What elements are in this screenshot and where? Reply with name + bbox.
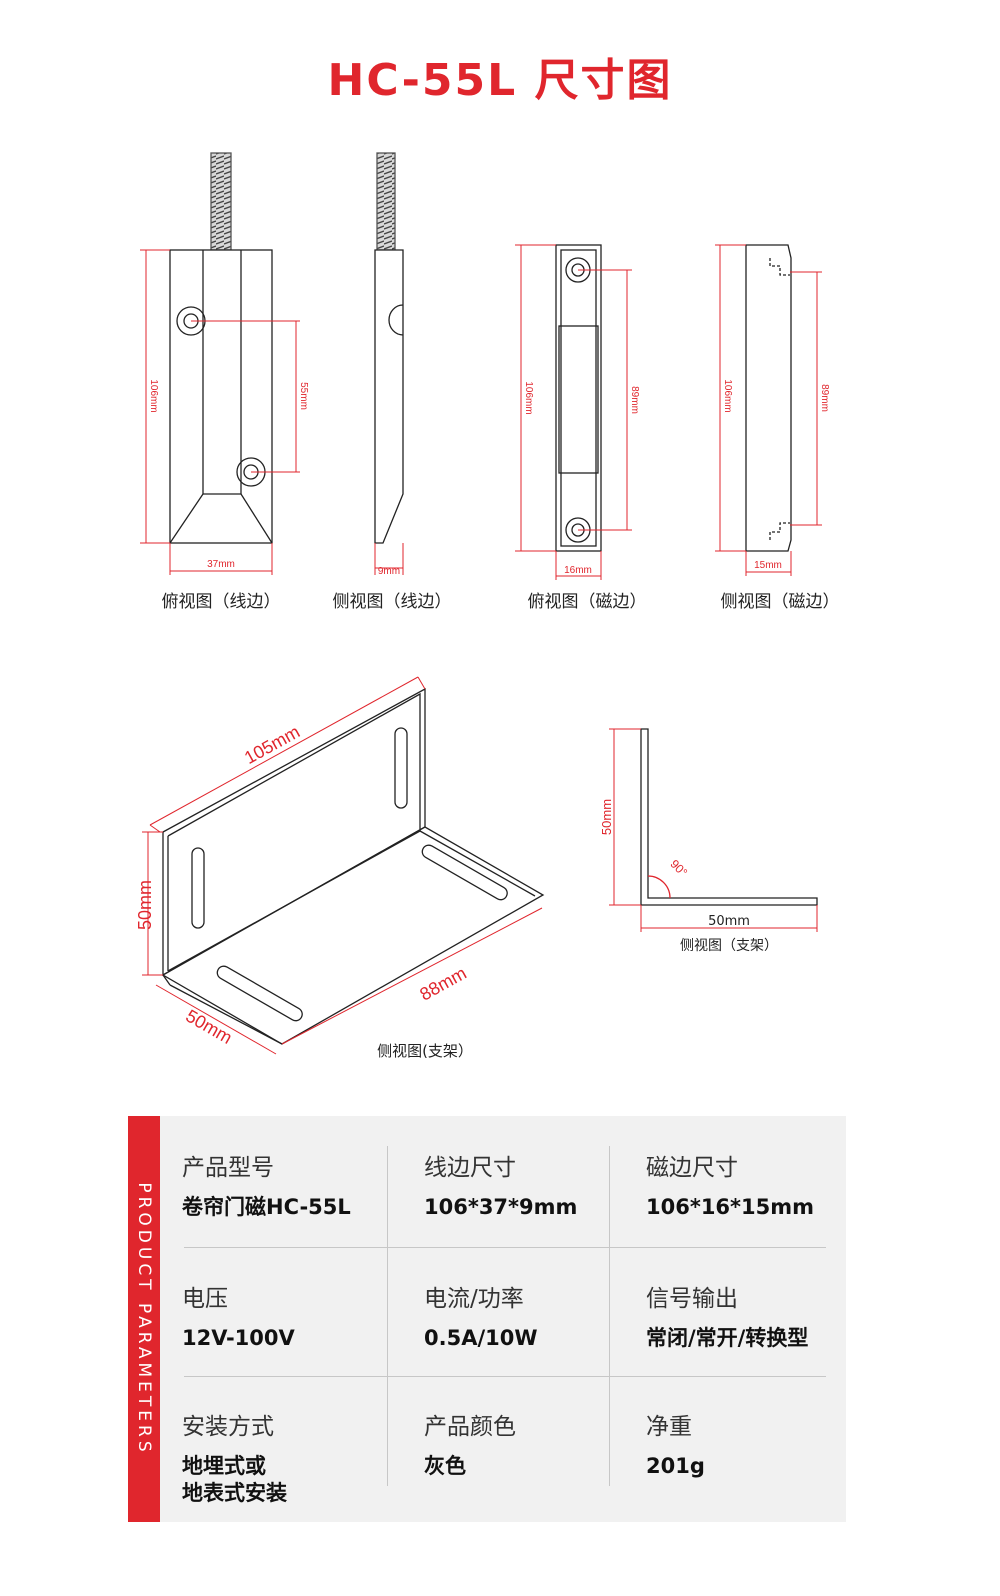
param-value: 灰色 xyxy=(424,1454,466,1478)
param-value: 201g xyxy=(646,1454,705,1478)
param-label: 产品颜色 xyxy=(424,1414,516,1440)
wire-side-thickness-label: 9mm xyxy=(378,566,400,577)
param-label: 电压 xyxy=(182,1286,228,1312)
parameters-side-label: PRODUCT PARAMETERS xyxy=(134,1182,154,1456)
param-voltage: 电压 12V-100V xyxy=(182,1279,295,1352)
param-label: 电流/功率 xyxy=(424,1286,524,1312)
wire-top-width-label: 37mm xyxy=(207,559,235,570)
param-label: 信号输出 xyxy=(646,1286,738,1312)
param-value: 地埋式或 地表式安装 xyxy=(182,1454,287,1505)
bracket-side-angle-arc xyxy=(647,875,671,899)
page-title: HC-55L 尺寸图 xyxy=(327,55,673,106)
wire-side-body xyxy=(374,249,404,544)
column-divider xyxy=(609,1146,610,1486)
wire-top-height-label: 106mm xyxy=(148,379,159,412)
bracket-side-base-label: 50mm xyxy=(708,914,750,929)
magnet-side-height-label: 106mm xyxy=(722,379,733,412)
param-current-power: 电流/功率 0.5A/10W xyxy=(424,1279,538,1352)
bracket-side-angle-label: 90° xyxy=(667,857,690,880)
wire-top-spacing-label: 55mm xyxy=(298,382,309,410)
magnet-side-width-label: 15mm xyxy=(754,560,782,571)
dimension-drawings: 106mm 55mm 37mm 俯视图（线边） 9mm 侧视图（线边） 106m… xyxy=(135,152,840,1060)
bracket-3d-slot-base-front xyxy=(216,965,303,1022)
bracket-3d-slot-back-left xyxy=(191,847,205,929)
magnet-top-caption: 俯视图（磁边） xyxy=(528,592,647,612)
magnet-side-body xyxy=(745,244,792,552)
bracket-3d-caption: 侧视图(支架） xyxy=(377,1042,473,1060)
wire-side-dims xyxy=(374,543,404,575)
wire-side-view xyxy=(374,152,404,544)
magnet-top-body xyxy=(555,244,602,552)
bracket-side-dims xyxy=(609,728,818,932)
row-divider xyxy=(184,1376,826,1377)
magnet-side-spacing-label: 89mm xyxy=(819,384,830,412)
param-label: 净重 xyxy=(646,1414,692,1440)
param-label: 线边尺寸 xyxy=(424,1155,516,1181)
magnet-side-caption: 侧视图（磁边） xyxy=(721,592,840,612)
wire-top-dims xyxy=(140,249,300,575)
column-divider xyxy=(387,1146,388,1486)
wire-top-thread xyxy=(210,152,232,251)
bracket-3d-dims xyxy=(142,676,543,1055)
wire-side-thread xyxy=(376,152,396,251)
param-label: 产品型号 xyxy=(182,1155,274,1181)
param-model: 产品型号 卷帘门磁HC-55L xyxy=(182,1148,351,1221)
wire-side-caption: 侧视图（线边） xyxy=(333,592,452,612)
magnet-top-dims xyxy=(515,244,632,580)
param-value: 106*16*15mm xyxy=(646,1195,815,1219)
param-value: 12V-100V xyxy=(182,1326,295,1350)
param-magnet-size: 磁边尺寸 106*16*15mm xyxy=(646,1148,814,1221)
product-parameters-panel: PRODUCT PARAMETERS 产品型号 卷帘门磁HC-55L 线边尺寸 … xyxy=(128,1116,846,1522)
param-installation: 安装方式 地埋式或 地表式安装 xyxy=(182,1407,287,1507)
bracket-side-caption: 侧视图（支架） xyxy=(680,938,778,954)
wire-top-caption: 俯视图（线边） xyxy=(162,592,281,612)
magnet-top-window xyxy=(558,325,599,474)
wire-top-body xyxy=(169,249,273,544)
magnet-side-view xyxy=(745,244,792,552)
bracket-3d-slot-base-back xyxy=(421,844,508,901)
param-wire-size: 线边尺寸 106*37*9mm xyxy=(424,1148,577,1221)
param-value: 常闭/常开/转换型 xyxy=(646,1326,809,1350)
bracket-3d-slot-back-right xyxy=(394,727,408,809)
wire-side-hole xyxy=(388,304,404,336)
wire-top-view xyxy=(169,152,273,544)
magnet-top-width-label: 16mm xyxy=(564,565,592,576)
bracket-side-view xyxy=(640,728,818,906)
param-color: 产品颜色 灰色 xyxy=(424,1407,516,1480)
param-weight: 净重 201g xyxy=(646,1407,705,1480)
bracket-3d-height-label: 50mm xyxy=(135,880,155,930)
bracket-3d-view xyxy=(161,687,545,1045)
bracket-side-profile xyxy=(640,728,818,906)
param-signal-output: 信号输出 常闭/常开/转换型 xyxy=(646,1279,808,1352)
parameters-side-bar: PRODUCT PARAMETERS xyxy=(128,1116,160,1522)
bracket-side-height-label: 50mm xyxy=(599,799,614,835)
param-label: 安装方式 xyxy=(182,1414,274,1440)
param-value: 106*37*9mm xyxy=(424,1195,578,1219)
param-value: 0.5A/10W xyxy=(424,1326,538,1350)
param-label: 磁边尺寸 xyxy=(646,1155,738,1181)
row-divider xyxy=(184,1247,826,1248)
magnet-side-dims xyxy=(715,244,822,576)
magnet-top-height-label: 106mm xyxy=(523,381,534,414)
magnet-top-view xyxy=(555,244,602,552)
magnet-top-spacing-label: 89mm xyxy=(629,386,640,414)
param-value: 卷帘门磁HC-55L xyxy=(182,1195,351,1219)
